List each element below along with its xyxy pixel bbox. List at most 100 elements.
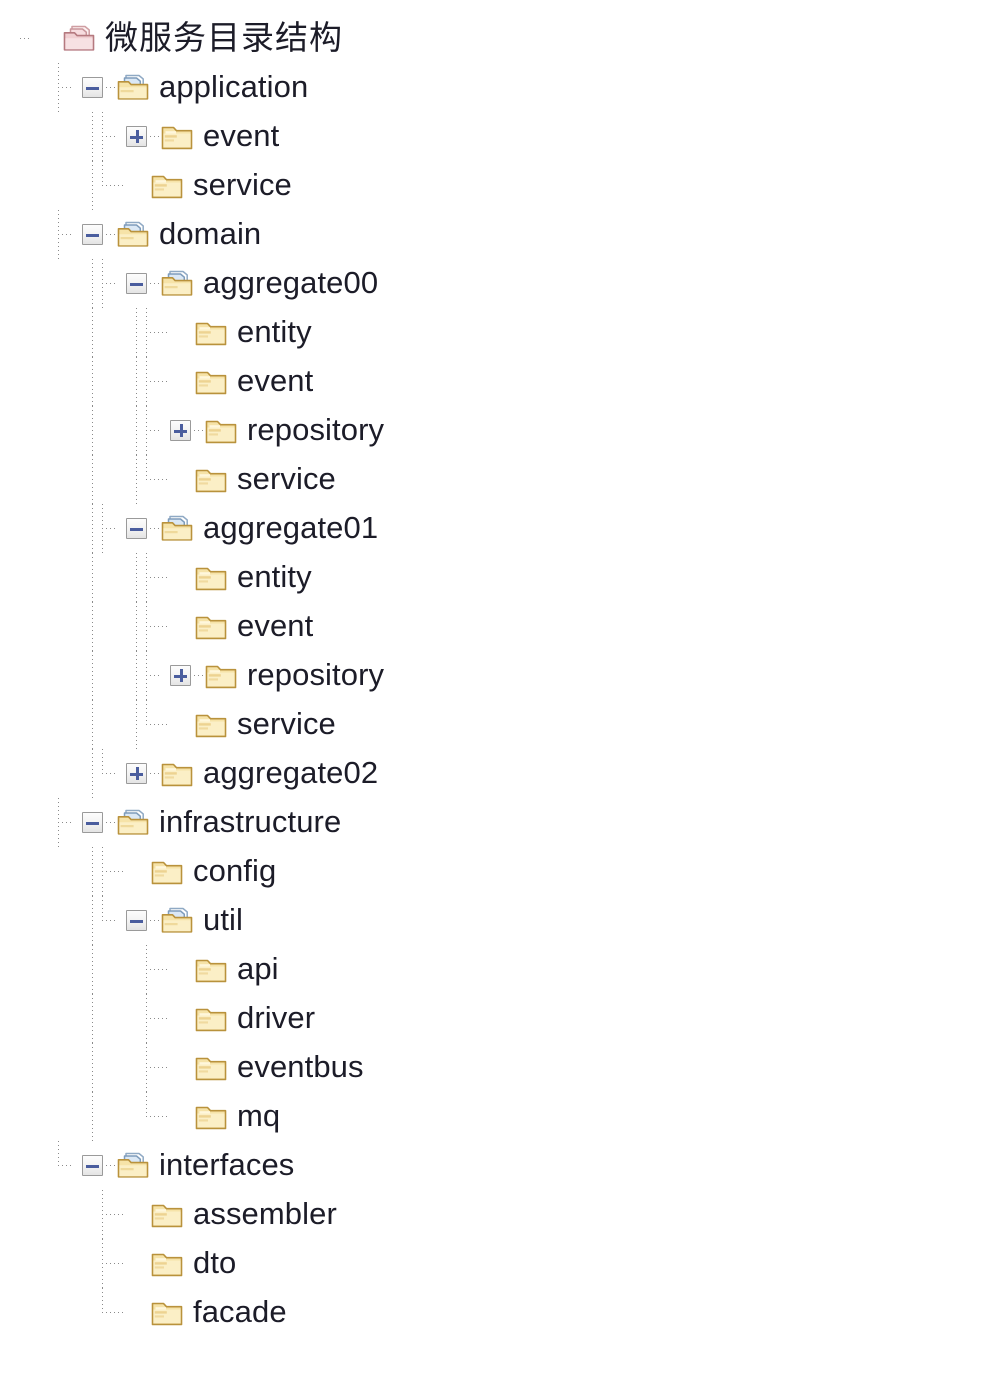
tree-row[interactable]: domain [38, 210, 982, 259]
folder-closed-icon [205, 665, 237, 688]
tree-row[interactable]: event [38, 357, 982, 406]
node-label[interactable]: aggregate00 [203, 264, 379, 300]
tree-connector [92, 1239, 126, 1288]
tree-row[interactable]: service [38, 700, 982, 749]
directory-tree: 微服务目录结构 application event service domain [20, 14, 982, 1337]
tree-row[interactable]: api [38, 945, 982, 994]
folder-open-icon [161, 907, 193, 933]
node-label[interactable]: facade [193, 1293, 287, 1329]
tree-connector [48, 210, 82, 259]
node-label[interactable]: config [193, 852, 277, 888]
tree-guide-line [136, 455, 137, 504]
tree-connector [136, 700, 170, 749]
node-label[interactable]: interfaces [159, 1146, 295, 1182]
collapse-node-button[interactable] [126, 910, 147, 931]
collapse-node-button[interactable] [126, 273, 147, 294]
tree-row[interactable]: util [38, 896, 982, 945]
tree-row[interactable]: dto [38, 1239, 982, 1288]
collapse-node-button[interactable] [126, 518, 147, 539]
expand-node-button[interactable] [170, 665, 191, 686]
tree-row[interactable]: aggregate00 [38, 259, 982, 308]
node-label[interactable]: util [203, 901, 244, 937]
node-label[interactable]: service [237, 460, 336, 496]
collapse-node-button[interactable] [82, 812, 103, 833]
tree-row[interactable]: aggregate02 [38, 749, 982, 798]
tree-row[interactable]: repository [38, 406, 982, 455]
collapse-node-button[interactable] [82, 77, 103, 98]
tree-guide-line [136, 406, 137, 455]
node-label[interactable]: repository [247, 656, 385, 692]
node-icon-wrap [150, 171, 193, 201]
node-label[interactable]: application [159, 68, 309, 104]
folder-closed-icon [195, 371, 227, 394]
collapse-node-button[interactable] [82, 1155, 103, 1176]
tree-expander-spacer [170, 469, 191, 490]
tree-row[interactable]: service [38, 455, 982, 504]
node-label[interactable]: event [237, 362, 314, 398]
folder-open-pink-icon [63, 25, 95, 51]
tree-row[interactable]: driver [38, 994, 982, 1043]
tree-row[interactable]: entity [38, 553, 982, 602]
collapse-node-button[interactable] [82, 224, 103, 245]
expand-node-button[interactable] [170, 420, 191, 441]
node-icon-wrap [194, 1102, 237, 1132]
node-label[interactable]: service [237, 705, 336, 741]
tree-row[interactable]: facade [38, 1288, 982, 1337]
tree-row[interactable]: config [38, 847, 982, 896]
tree-connector [136, 357, 170, 406]
node-icon-wrap [160, 759, 203, 789]
folder-closed-icon [151, 1253, 183, 1276]
tree-row[interactable]: interfaces [38, 1141, 982, 1190]
node-label[interactable]: driver [237, 999, 316, 1035]
tree-row[interactable]: repository [38, 651, 982, 700]
folder-open-icon [161, 270, 193, 296]
node-label[interactable]: event [237, 607, 314, 643]
node-label[interactable]: eventbus [237, 1048, 364, 1084]
tree-row[interactable]: entity [38, 308, 982, 357]
tree-row[interactable]: event [38, 602, 982, 651]
tree-connector [92, 847, 126, 896]
node-icon-wrap [150, 1298, 193, 1328]
tree-connector [136, 602, 170, 651]
node-label[interactable]: assembler [193, 1195, 337, 1231]
folder-closed-icon [195, 469, 227, 492]
tree-connector-stub [106, 87, 116, 88]
node-label[interactable]: service [193, 166, 292, 202]
tree-expander-spacer [126, 175, 147, 196]
tree-guide-line [92, 1043, 93, 1092]
tree-guide-line [92, 112, 93, 161]
node-icon-wrap [150, 1200, 193, 1230]
node-label[interactable]: dto [193, 1244, 237, 1280]
expand-node-button[interactable] [126, 126, 147, 147]
tree-row[interactable]: application [38, 63, 982, 112]
tree-row[interactable]: aggregate01 [38, 504, 982, 553]
expand-node-button[interactable] [126, 763, 147, 784]
node-label[interactable]: 微服务目录结构 [105, 18, 343, 56]
node-label[interactable]: api [237, 950, 279, 986]
node-label[interactable]: entity [237, 313, 312, 349]
tree-row[interactable]: event [38, 112, 982, 161]
tree-row[interactable]: assembler [38, 1190, 982, 1239]
node-label[interactable]: aggregate02 [203, 754, 379, 790]
node-icon-wrap [194, 710, 237, 740]
node-label[interactable]: repository [247, 411, 385, 447]
node-label[interactable]: event [203, 117, 280, 153]
tree-guide-line [92, 847, 93, 896]
folder-closed-icon [195, 1057, 227, 1080]
folder-closed-icon [195, 567, 227, 590]
node-label[interactable]: aggregate01 [203, 509, 379, 545]
node-label[interactable]: mq [237, 1097, 281, 1133]
tree-row[interactable]: service [38, 161, 982, 210]
node-label[interactable]: domain [159, 215, 262, 251]
tree-row[interactable]: 微服务目录结构 [20, 14, 982, 63]
tree-row[interactable]: infrastructure [38, 798, 982, 847]
tree-connector-stub [150, 920, 160, 921]
tree-expander-spacer [170, 322, 191, 343]
tree-row[interactable]: eventbus [38, 1043, 982, 1092]
node-label[interactable]: entity [237, 558, 312, 594]
folder-open-icon [117, 74, 149, 100]
tree-row[interactable]: mq [38, 1092, 982, 1141]
folder-closed-icon [195, 1106, 227, 1129]
tree-guide-line [92, 945, 93, 994]
node-label[interactable]: infrastructure [159, 803, 342, 839]
